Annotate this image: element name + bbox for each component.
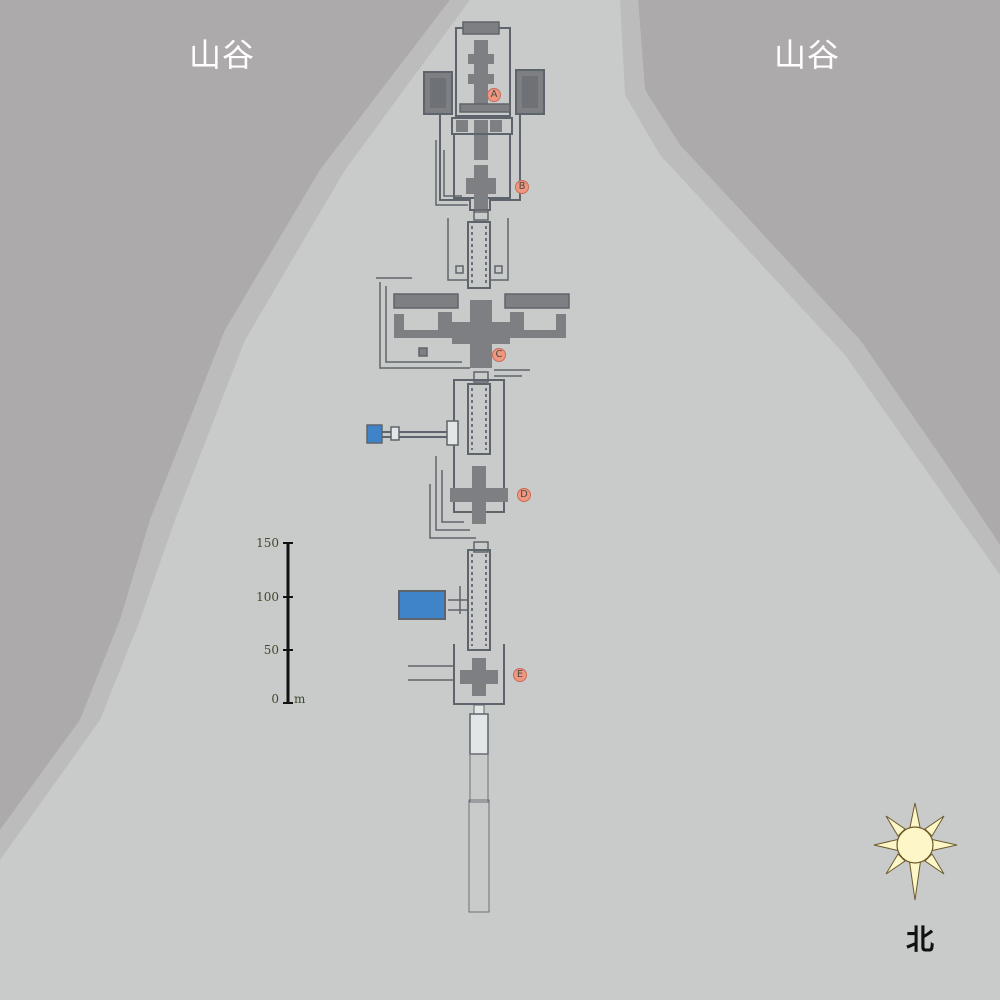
corridor-d-e (448, 549, 491, 651)
water-reservoir-large (398, 590, 446, 620)
complex-b (435, 133, 511, 221)
valley-right-rim (620, 0, 1000, 575)
scale-bar: 150 100 50 0 m (256, 536, 306, 706)
valley-left-slope (0, 0, 450, 830)
scale-tick-50: 50 (264, 643, 279, 657)
marker-c[interactable]: C (492, 348, 506, 362)
marker-b[interactable]: B (515, 180, 529, 194)
scale-unit: m (294, 692, 306, 706)
southern-approach (468, 704, 490, 913)
corridor-b-c (447, 218, 509, 289)
valley-label-left: 山谷 (188, 36, 255, 74)
marker-d[interactable]: D (517, 488, 531, 502)
north-label: 北 (905, 923, 934, 956)
valley-left-rim (0, 0, 470, 860)
complex-e (408, 644, 505, 705)
complex-c (376, 277, 570, 383)
sun-compass-icon (873, 802, 958, 901)
complex-a (423, 21, 545, 211)
valley-right-slope (638, 0, 1000, 545)
valley-label-right: 山谷 (773, 36, 840, 74)
scale-tick-150: 150 (256, 536, 279, 550)
marker-a[interactable]: A (487, 88, 501, 102)
marker-e[interactable]: E (513, 668, 527, 682)
scale-tick-0: 0 (271, 692, 279, 706)
water-reservoir-small (366, 424, 383, 444)
complex-d (429, 456, 508, 553)
scale-tick-100: 100 (256, 590, 279, 604)
